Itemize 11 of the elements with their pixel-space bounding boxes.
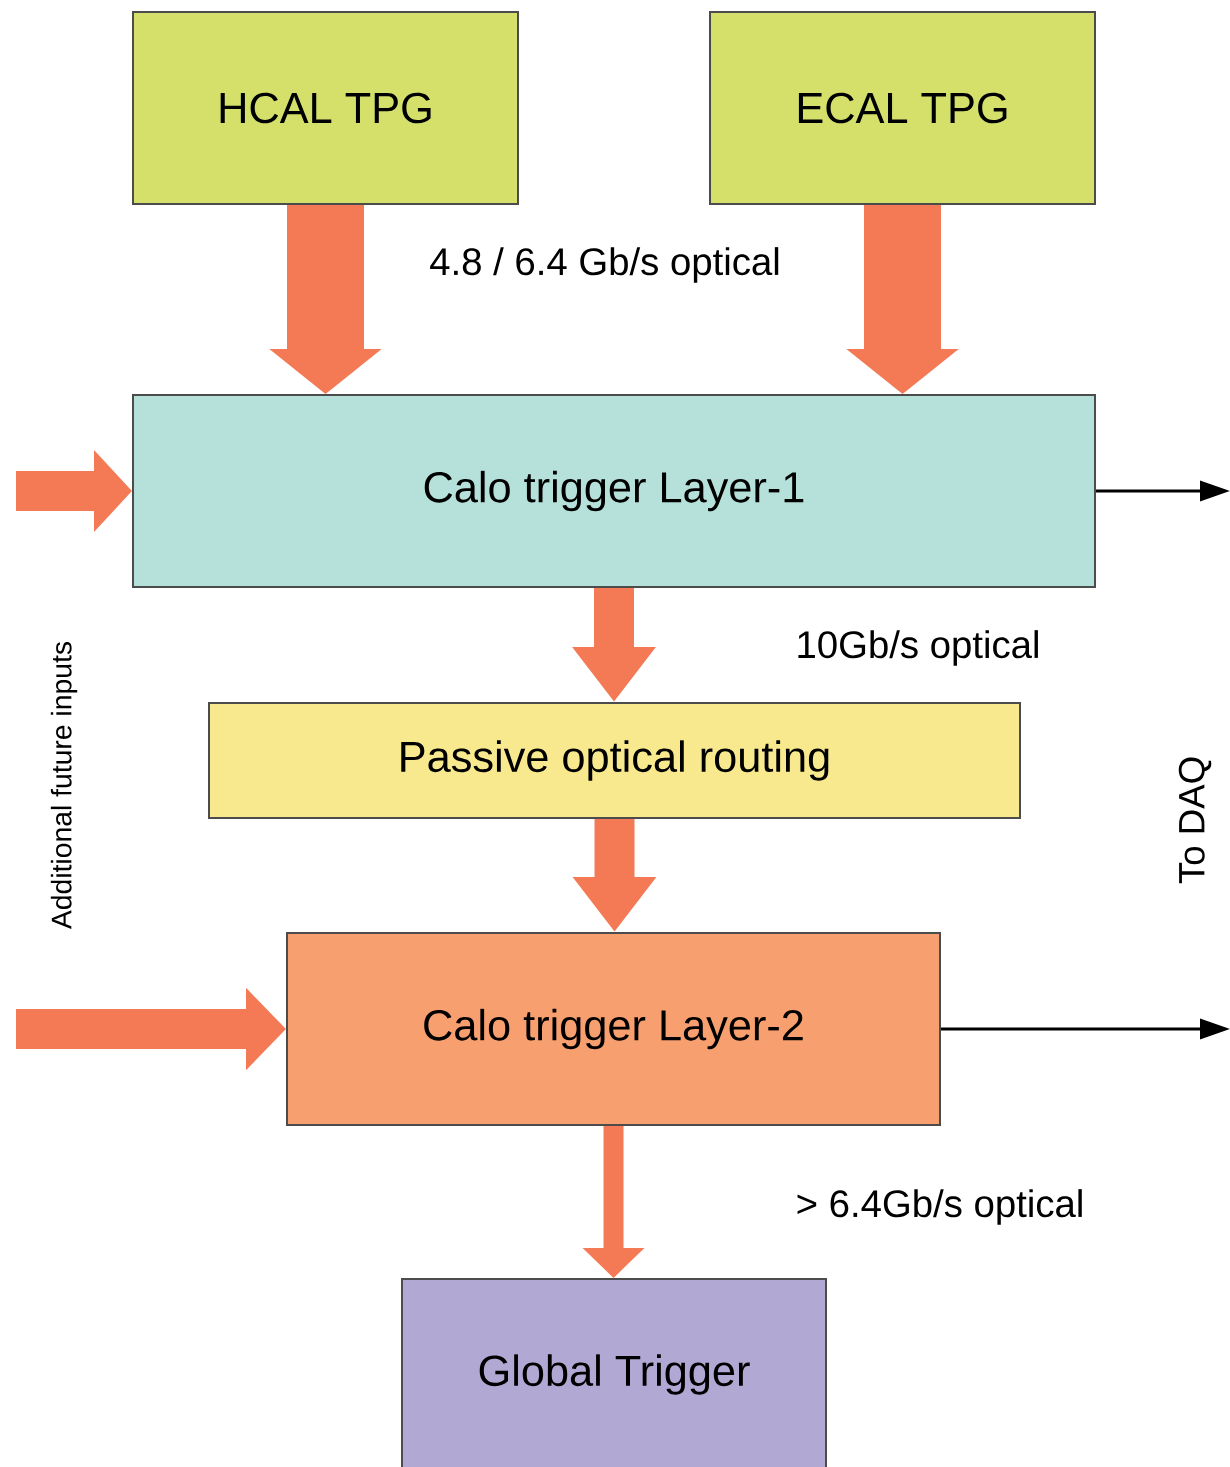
edge-label: 4.8 / 6.4 Gb/s optical (427, 245, 783, 285)
side-label: To DAQ (1178, 757, 1212, 884)
process-box: ECAL TPG (709, 11, 1096, 205)
process-box: Calo trigger Layer-2 (286, 932, 941, 1126)
process-box: Passive optical routing (208, 702, 1021, 819)
edge-label: 10Gb/s optical (793, 628, 1043, 668)
side-label: Additional future inputs (50, 642, 78, 930)
edge-label: > 6.4Gb/s optical (794, 1187, 1087, 1227)
process-box: HCAL TPG (132, 11, 519, 205)
process-box: Global Trigger (401, 1278, 827, 1467)
process-box: Calo trigger Layer-1 (132, 394, 1096, 588)
